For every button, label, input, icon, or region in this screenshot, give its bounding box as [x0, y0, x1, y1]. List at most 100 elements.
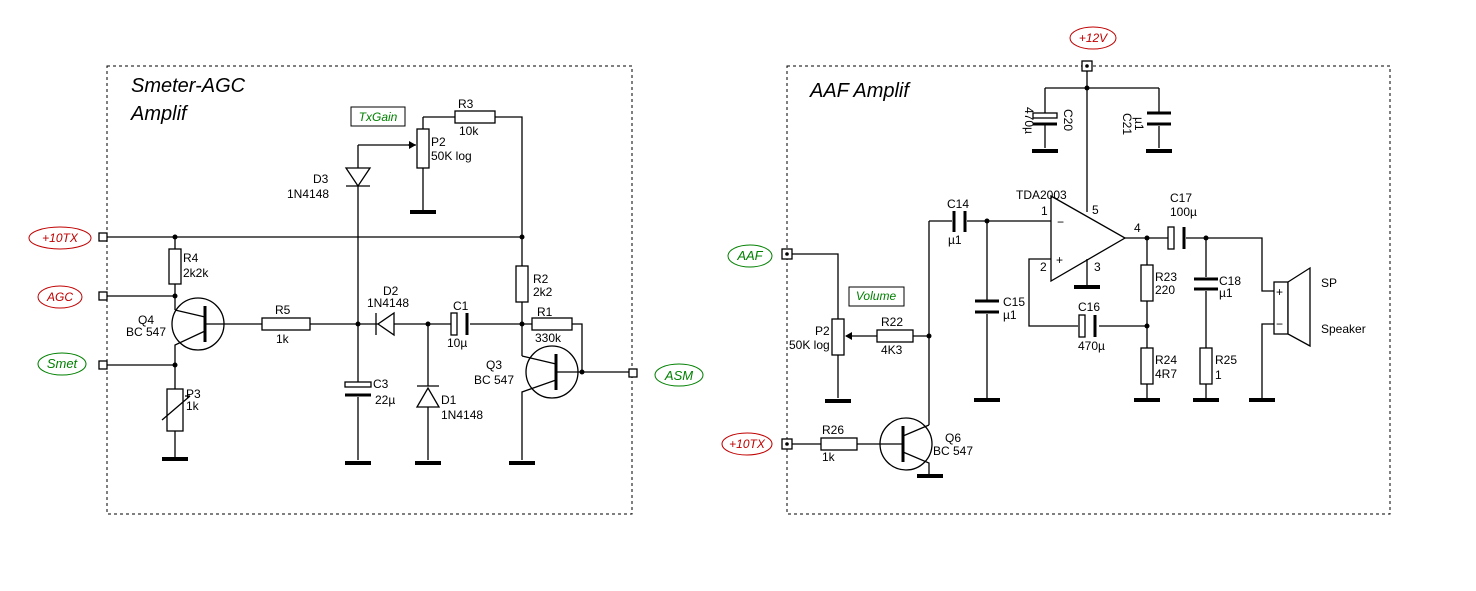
resistor-r4: [168, 248, 182, 285]
terminal-smet: [98, 360, 108, 370]
terminal-asm: [628, 368, 638, 378]
diode-d3: [344, 167, 372, 188]
resistor-r3: [454, 110, 496, 124]
r26-ref: R26: [822, 423, 844, 437]
capacitor-c17: [1167, 226, 1186, 250]
speaker-sp: [1273, 266, 1311, 348]
ic-pin5: 5: [1092, 203, 1099, 217]
sp-val: Speaker: [1321, 322, 1366, 336]
diode-d2: [375, 311, 395, 337]
resistor-r25: [1199, 347, 1213, 385]
r24-ref: R24: [1155, 353, 1177, 367]
resistor-r26: [820, 437, 858, 451]
ic-pin3: 3: [1094, 260, 1101, 274]
resistor-r23: [1140, 264, 1154, 302]
diode-d1: [415, 385, 441, 408]
q4-val: BC 547: [126, 325, 166, 339]
d2-ref: D2: [383, 284, 399, 298]
c18-ref: C18: [1219, 274, 1241, 288]
net-label-aaf: AAF: [727, 244, 773, 268]
q4-ref: Q4: [138, 313, 154, 327]
q3-val: BC 547: [474, 373, 514, 387]
opamp-tda2003: [1050, 194, 1127, 283]
svg-text:+10TX: +10TX: [729, 437, 766, 451]
svg-text:AAF: AAF: [736, 248, 763, 263]
r1-val: 330k: [535, 331, 562, 345]
p3-val: 1k: [186, 399, 200, 413]
p2b-val: 50K log: [789, 338, 830, 352]
resistor-r2: [515, 265, 529, 303]
d1-ref: D1: [441, 393, 457, 407]
c1-ref: C1: [453, 299, 469, 313]
c16-ref: C16: [1078, 300, 1100, 314]
c17-val: 100µ: [1170, 205, 1197, 219]
c15-ref: C15: [1003, 295, 1025, 309]
svg-text:+12V: +12V: [1079, 31, 1108, 45]
r5-val: 1k: [276, 332, 290, 346]
c3-ref: C3: [373, 377, 389, 391]
svg-text:Volume: Volume: [856, 289, 897, 303]
c20-val: 470µ: [1022, 107, 1036, 134]
resistor-r22: [876, 329, 914, 343]
svg-text:ASM: ASM: [664, 368, 693, 383]
capacitor-c16: [1078, 314, 1097, 338]
capacitor-c3: [344, 381, 372, 397]
capacitor-c14: [952, 211, 967, 232]
r22-val: 4K3: [881, 343, 903, 357]
ic-pin1: 1: [1041, 204, 1048, 218]
r24-val: 4R7: [1155, 367, 1177, 381]
r4-ref: R4: [183, 251, 199, 265]
c17-ref: C17: [1170, 191, 1192, 205]
transistor-q4: [171, 297, 225, 365]
transistor-q6: [879, 417, 933, 474]
r2-ref: R2: [533, 272, 549, 286]
smeter-agc-block: [106, 65, 633, 515]
q3-ref: Q3: [486, 358, 502, 372]
r2-val: 2k2: [533, 285, 553, 299]
p2a-ref: P2: [431, 135, 446, 149]
potentiometer-p3: [166, 388, 184, 432]
ic-pin4: 4: [1134, 221, 1141, 235]
c21-val: µ1: [1132, 117, 1146, 131]
resistor-r5: [261, 317, 311, 331]
net-label-10tx-left: +10TX: [28, 226, 92, 250]
c21-ref: C21: [1120, 113, 1134, 135]
r3-val: 10k: [459, 124, 479, 138]
capacitor-c15: [975, 299, 999, 314]
net-label-asm: ASM: [654, 363, 704, 387]
c18-val: µ1: [1219, 286, 1233, 300]
r26-val: 1k: [822, 450, 836, 464]
ic-pin2: 2: [1040, 260, 1047, 274]
r23-val: 220: [1155, 283, 1175, 297]
svg-text:+10TX: +10TX: [42, 231, 79, 245]
net-label-12v: +12V: [1069, 26, 1117, 50]
sp-ref: SP: [1321, 276, 1337, 290]
box-txgain: TxGain: [350, 106, 406, 127]
p2a-val: 50K log: [431, 149, 472, 163]
c14-val: µ1: [948, 233, 962, 247]
r23-ref: R23: [1155, 270, 1177, 284]
box-volume: Volume: [848, 286, 905, 307]
c15-val: µ1: [1003, 308, 1017, 322]
c3-val: 22µ: [375, 393, 395, 407]
svg-text:AGC: AGC: [46, 290, 73, 304]
svg-text:Smet: Smet: [47, 356, 79, 371]
net-label-agc: AGC: [37, 285, 83, 309]
sp-minus: −: [1276, 317, 1283, 331]
net-label-10tx-right: +10TX: [721, 432, 773, 456]
resistor-r24: [1140, 347, 1154, 385]
terminal-agc: [98, 291, 108, 301]
capacitor-c18: [1194, 277, 1218, 291]
terminal-10tx: [98, 232, 108, 242]
q6-ref: Q6: [945, 431, 961, 445]
net-label-smet: Smet: [37, 352, 87, 376]
smeter-title-line2: Amplif: [130, 103, 189, 125]
r4-val: 2k2k: [183, 266, 209, 280]
r3-ref: R3: [458, 97, 474, 111]
svg-text:TxGain: TxGain: [359, 110, 398, 124]
capacitor-c21: [1147, 111, 1171, 126]
ic-ref: TDA2003: [1016, 188, 1067, 202]
potentiometer-p2-volume: [831, 318, 845, 356]
potentiometer-p2-txgain: [416, 128, 430, 169]
